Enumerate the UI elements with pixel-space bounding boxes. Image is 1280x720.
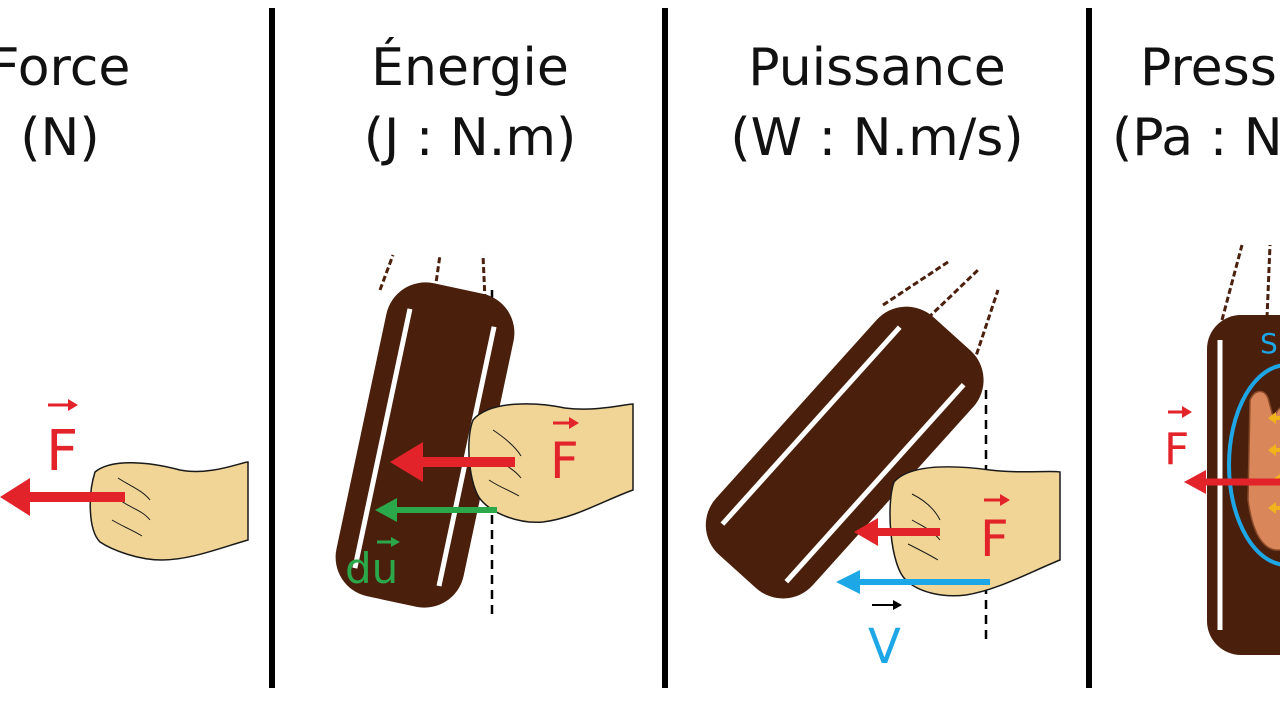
force-label: F [46, 419, 78, 484]
panel-unit-power: (W : N.m/s) [730, 108, 1024, 168]
divider-1 [269, 8, 275, 688]
punching-bag [335, 282, 515, 608]
fist-icon [889, 466, 1061, 597]
panel-title-pressure: Press [1140, 38, 1277, 98]
fist-icon [89, 461, 249, 561]
divider-2 [662, 8, 668, 688]
panel-power: Puissance (W : N.m/s) F V [668, 0, 1086, 720]
velocity-arrowhead [836, 570, 860, 594]
panel-force: Force (N) F [0, 0, 270, 720]
force-arrowhead [1184, 470, 1206, 494]
velocity-label: V [868, 619, 901, 675]
displacement-arrowhead [375, 498, 397, 522]
divider-3 [1086, 8, 1092, 688]
force-label: F [1164, 424, 1189, 475]
panel-energy: Énergie (J : N.m) F du [275, 0, 665, 720]
surface-ellipse [1227, 363, 1280, 567]
panel-unit-force: (N) [20, 108, 100, 168]
force-label: F [980, 510, 1009, 568]
punching-bag [705, 306, 984, 599]
power-illustration: F V [705, 260, 1061, 675]
force-arrowhead [390, 442, 423, 482]
chain-icon [882, 260, 1000, 381]
panel-unit-energy: (J : N.m) [363, 108, 577, 168]
force-arrowhead [0, 478, 30, 516]
pressure-illustration: S F [1164, 244, 1280, 655]
force-illustration: F [0, 399, 249, 561]
panel-title-energy: Énergie [371, 38, 569, 98]
chain-icon [1220, 244, 1272, 321]
panel-pressure: Press (Pa : N S F [1092, 0, 1280, 720]
fist-icon [468, 403, 634, 523]
force-label: F [550, 432, 579, 490]
panel-title-power: Puissance [748, 38, 1006, 98]
panel-title-force: Force [0, 38, 131, 98]
energy-illustration: F du [335, 254, 634, 615]
surface-label: S [1260, 327, 1278, 360]
displacement-label: du [345, 544, 398, 593]
force-arrowhead [854, 518, 878, 546]
panel-unit-pressure: (Pa : N [1112, 108, 1280, 168]
